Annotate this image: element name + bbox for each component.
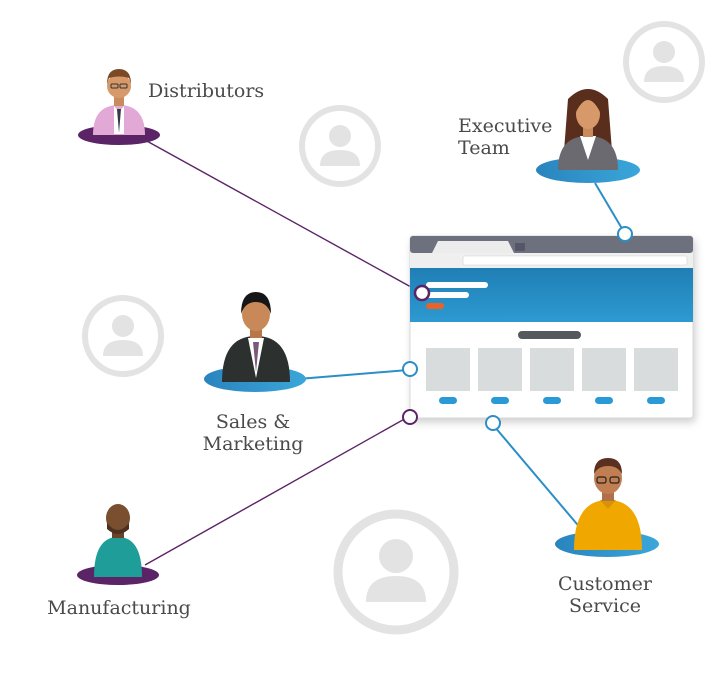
label-sales-marketing: Sales & Marketing bbox=[195, 411, 311, 455]
label-customer-service: Customer Service bbox=[550, 573, 660, 617]
label-distributors: Distributors bbox=[148, 80, 264, 102]
customer-line2: Service bbox=[568, 595, 642, 617]
distributors-text: Distributors bbox=[148, 80, 265, 102]
customer-service-avatar bbox=[555, 458, 659, 557]
node-customer bbox=[485, 415, 501, 431]
node-distributors bbox=[413, 284, 431, 302]
connector-executive bbox=[594, 182, 625, 233]
sales-line1: Sales & bbox=[215, 411, 291, 433]
sales-line2: Marketing bbox=[202, 433, 304, 455]
ghost-user-icon-left bbox=[82, 295, 164, 377]
node-sales bbox=[402, 361, 418, 377]
manufacturing-avatar bbox=[77, 504, 159, 585]
ghost-user-icon-top-center bbox=[299, 105, 381, 187]
ghost-user-icon-top-right bbox=[623, 21, 705, 103]
connector-customer bbox=[493, 425, 583, 531]
executive-avatar bbox=[536, 89, 640, 183]
sales-marketing-avatar bbox=[204, 292, 306, 392]
connector-distributors bbox=[144, 139, 421, 293]
browser-window-icon bbox=[409, 235, 694, 419]
distributors-avatar bbox=[78, 69, 160, 145]
customer-line1: Customer bbox=[558, 573, 652, 595]
label-executive-team: Executive Team bbox=[458, 115, 552, 159]
connector-sales bbox=[297, 369, 409, 380]
executive-line1: Executive bbox=[458, 115, 553, 137]
node-manufacturing bbox=[402, 409, 418, 425]
manufacturing-text: Manufacturing bbox=[47, 597, 191, 619]
label-manufacturing: Manufacturing bbox=[40, 597, 198, 619]
executive-line2: Team bbox=[458, 137, 510, 159]
node-executive bbox=[617, 226, 633, 242]
ghost-user-icon-bottom bbox=[333, 509, 459, 635]
connector-manufacturing bbox=[144, 416, 409, 566]
